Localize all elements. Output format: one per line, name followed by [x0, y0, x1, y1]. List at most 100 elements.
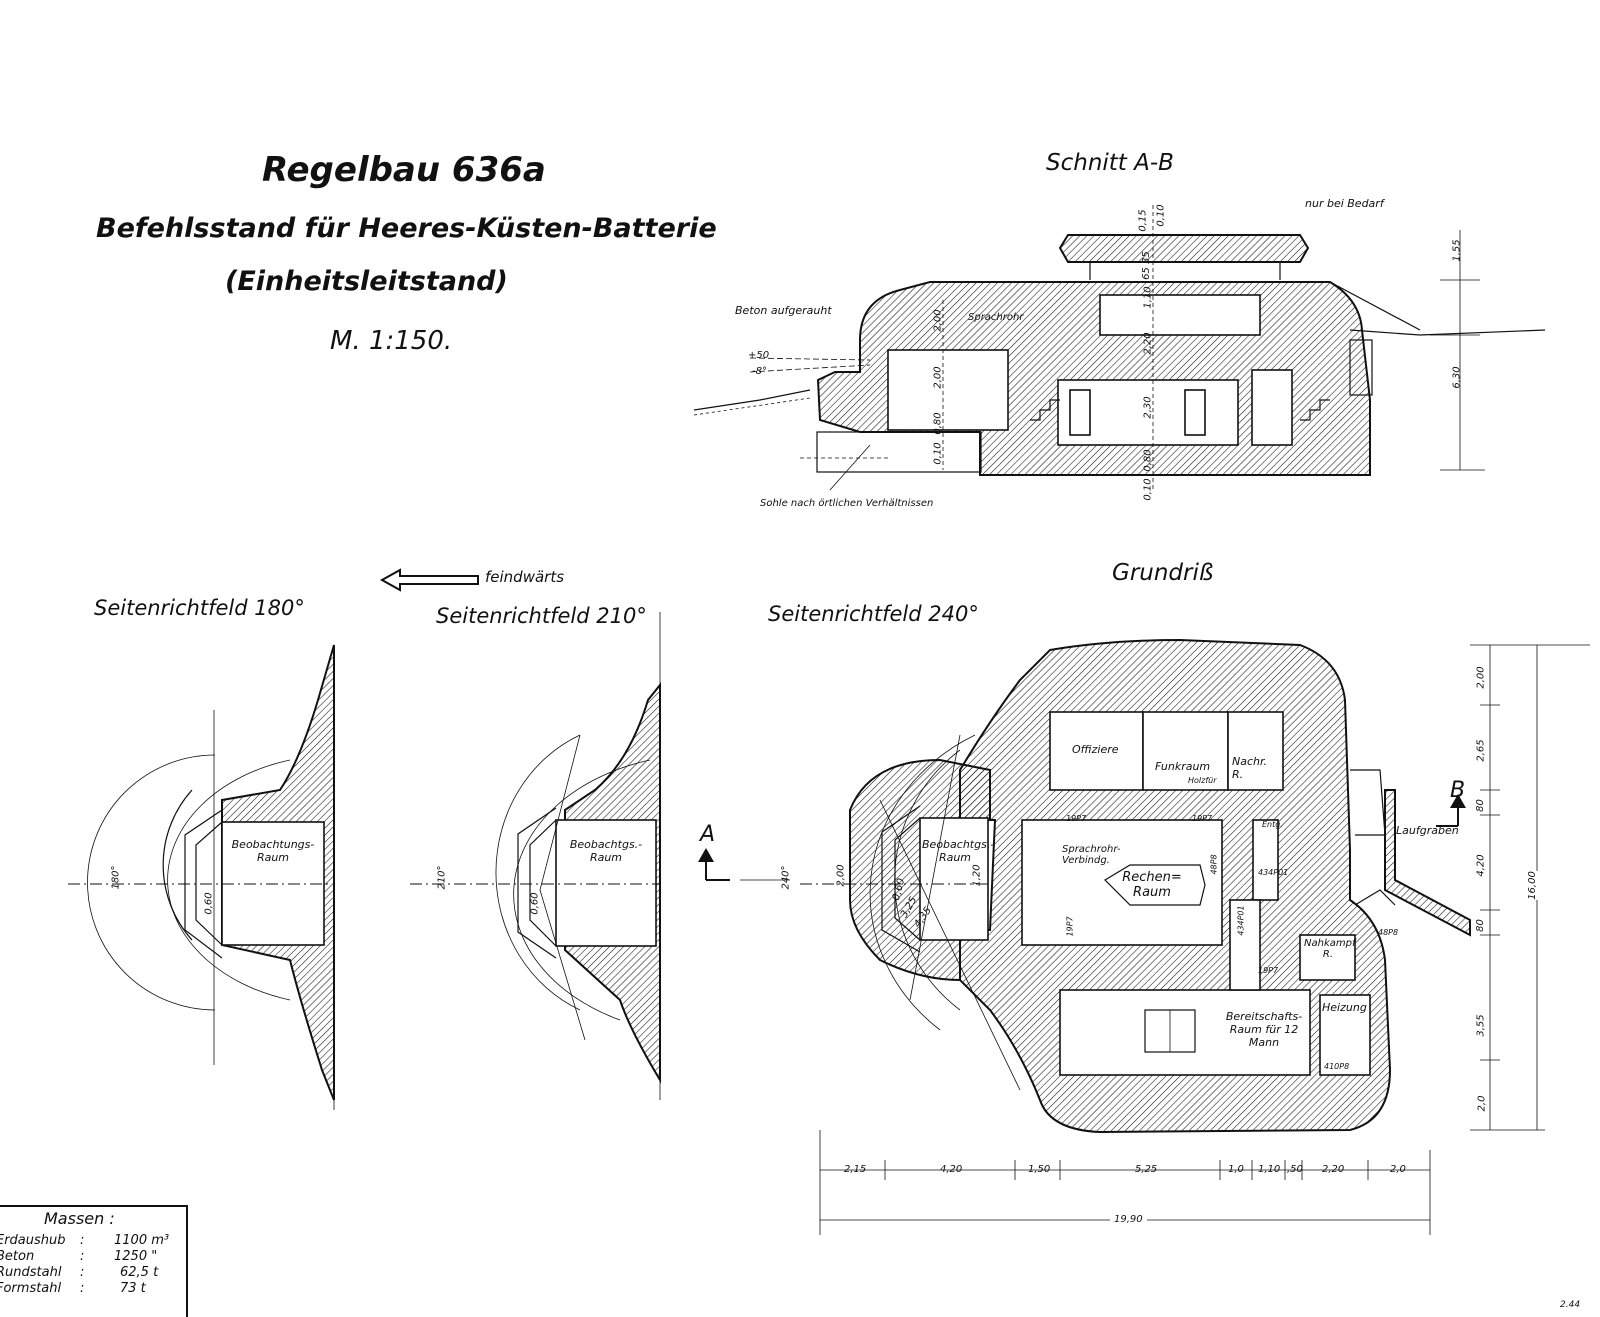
plan-right-dim-1: 2,00 [1475, 666, 1487, 689]
section-dim-2: 6,30 [1451, 366, 1463, 389]
section-angle-up: +50 [748, 350, 770, 361]
plan-bottom-dim-9: 2,0 [1390, 1164, 1406, 1175]
plan-small-3: 19P7 [1065, 916, 1075, 937]
field-180-drawing [68, 644, 335, 1110]
section-mid-dim-9: 0,10 [1142, 478, 1154, 501]
plan-bottom-dim-7: ,50 [1287, 1164, 1303, 1175]
plan-small-7: 434P01 [1258, 868, 1289, 877]
plan-room-funkraum: Funkraum [1155, 760, 1211, 773]
drawing-scale: M. 1:150. [330, 326, 453, 356]
plan-bottom-dim-2: 4,20 [940, 1164, 963, 1175]
enemy-direction-arrow [379, 568, 479, 592]
plan-small-4: 19P7 [1258, 966, 1279, 975]
section-left-dim-4: 0,10 [932, 442, 944, 465]
section-sprachrohr-label: Sprachrohr [968, 312, 1024, 323]
section-mid-dim-1: 0,15 [1137, 209, 1149, 232]
plan-total-width: 19,90 [1110, 1214, 1147, 1225]
floor-plan-drawing [800, 638, 1590, 1235]
field-240-heading: Seitenrichtfeld 240° [768, 602, 979, 626]
plan-small-9: 410P8 [1324, 1062, 1350, 1071]
field-210-drawing [410, 612, 661, 1100]
plan-small-1: 19P7 [1066, 814, 1087, 823]
plan-bottom-dim-5: 1,0 [1228, 1164, 1244, 1175]
plan-room-beob: Beobachtgs.- Raum [922, 838, 995, 864]
plan-room-bereit: Bereitschafts- Raum für 12 Mann [1225, 1010, 1303, 1049]
plan-small-11: 2,00 [835, 864, 847, 887]
section-mid-dim-2: 0,10 [1155, 204, 1167, 227]
section-mid-dim-6: 2,20 [1142, 332, 1154, 355]
plan-heading: Grundriß [1112, 560, 1214, 586]
section-heading: Schnitt A-B [1046, 150, 1174, 176]
masses-box: Massen : Erdaushub : 1100 m³ Beton : 125… [0, 1205, 188, 1317]
plan-bottom-dim-6: 1,10 [1258, 1164, 1281, 1175]
plan-section-b: B [1450, 778, 1466, 803]
plan-section-a: A [700, 822, 716, 847]
plan-small-8: 434P01 [1236, 905, 1246, 936]
field-210-dim: 0,60 [529, 892, 541, 915]
plan-room-nahkampf: Nahkampf R. [1304, 938, 1356, 960]
masses-row-1-value: 1100 m³ [114, 1233, 170, 1248]
section-angle-down: -8° [752, 366, 767, 377]
plan-bottom-dim-4: 5,25 [1135, 1164, 1158, 1175]
plan-right-dim-4: 4,20 [1475, 854, 1487, 877]
section-a-marker [698, 848, 790, 881]
roof-slab [1058, 234, 1310, 263]
plan-right-dim-6: 3,55 [1475, 1014, 1487, 1037]
section-mid-dim-7: 2,30 [1142, 396, 1154, 419]
plan-right-dim-3: 80 [1474, 799, 1486, 812]
section-left-dim-2: 2,00 [932, 366, 944, 389]
enemy-direction-label: feindwärts [485, 568, 565, 586]
field-210-room: Beobachtgs.- Raum [569, 838, 643, 864]
masses-row-2-label: Beton [0, 1249, 35, 1264]
plan-bottom-dim-8: 2,20 [1322, 1164, 1345, 1175]
section-ab-drawing [693, 205, 1546, 491]
masses-row-2-value: 1250 " [114, 1249, 158, 1264]
field-240-angle: 240° [780, 865, 792, 890]
drawing-subtitle: Befehlsstand für Heeres-Küsten-Batterie [96, 213, 717, 244]
plan-room-sprach: Sprachrohr- Verbindg. [1062, 844, 1121, 866]
section-note-top: nur bei Bedarf [1305, 197, 1384, 210]
section-left-dim-3: 0,80 [932, 412, 944, 435]
section-mid-dim-5: 1,10 [1142, 286, 1154, 309]
plan-room-nachr: Nachr. R. [1232, 755, 1267, 781]
plan-small-6: 48P8 [1378, 928, 1399, 937]
section-mid-dim-3: 35 [1140, 251, 1152, 264]
plan-small-2: 19P7 [1192, 814, 1213, 823]
section-mid-dim-8: 0,80 [1142, 449, 1154, 472]
field-210-heading: Seitenrichtfeld 210° [436, 604, 647, 628]
field-180-dim: 0,60 [203, 892, 215, 915]
masses-row-3-value: 62,5 t [120, 1265, 159, 1280]
plan-small-5: 48P8 [1209, 854, 1219, 875]
plan-room-entg: Entg. [1262, 820, 1283, 829]
masses-row-4-value: 73 t [120, 1281, 146, 1296]
masses-row-1-label: Erdaushub [0, 1233, 66, 1248]
masses-heading: Massen : [44, 1209, 115, 1228]
field-180-angle: 180° [110, 865, 122, 890]
plan-right-dim-2: 2,65 [1475, 739, 1487, 762]
section-beton-label: Beton aufgerauht [735, 304, 832, 317]
field-210-angle: 210° [436, 865, 448, 890]
plan-right-dim-7: 2,0 [1476, 1095, 1488, 1112]
plan-room-laufgraben: Laufgraben [1396, 824, 1459, 837]
drawing-title: Regelbau 636a [262, 150, 546, 190]
section-mid-dim-4: 65 [1140, 267, 1152, 280]
drawing-subtitle-2: (Einheitsleitstand) [225, 266, 508, 297]
section-dim-1: 1,55 [1451, 239, 1463, 262]
plan-right-dim-5: 80 [1474, 919, 1486, 932]
plan-room-holzfur: Holzfür [1188, 776, 1217, 785]
field-180-heading: Seitenrichtfeld 180° [94, 596, 305, 620]
plan-room-offiziere: Offiziere [1072, 743, 1119, 756]
plan-total-height: 16,00 [1526, 871, 1538, 900]
masses-row-3-label: Rundstahl [0, 1265, 62, 1280]
section-sohle-label: Sohle nach örtlichen Verhältnissen [760, 498, 934, 509]
plan-bottom-dim-3: 1,50 [1028, 1164, 1051, 1175]
plan-bottom-dim-1: 2,15 [844, 1164, 867, 1175]
field-180-room: Beobachtungs- Raum [231, 838, 315, 864]
sheet-number: 2.44 [1560, 1300, 1581, 1310]
masses-row-4-label: Formstahl [0, 1281, 62, 1296]
plan-room-heizung: Heizung [1322, 1001, 1367, 1014]
plan-small-10: 1,20 [971, 864, 983, 887]
plan-room-rechen: Rechen= Raum [1122, 870, 1182, 900]
section-b-marker [1436, 794, 1466, 827]
